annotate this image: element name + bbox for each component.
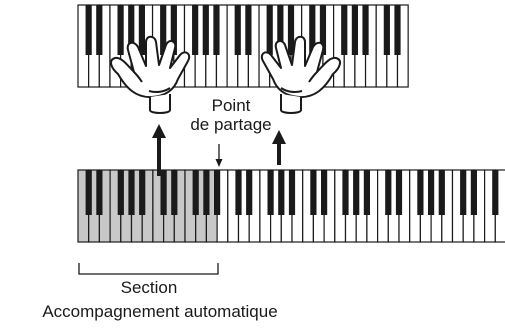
black-key bbox=[214, 170, 221, 215]
black-key bbox=[160, 5, 167, 55]
black-key bbox=[235, 170, 242, 215]
black-key bbox=[267, 170, 274, 215]
black-key bbox=[171, 170, 178, 215]
black-key bbox=[202, 5, 209, 55]
section-caption: Accompagnement automatique bbox=[42, 302, 278, 321]
black-key bbox=[353, 170, 360, 215]
black-key bbox=[192, 170, 199, 215]
black-key bbox=[128, 5, 135, 55]
section-label: Section bbox=[120, 278, 178, 297]
black-key bbox=[128, 170, 135, 215]
black-key bbox=[309, 5, 316, 55]
black-key bbox=[287, 5, 295, 55]
black-key bbox=[213, 5, 220, 55]
black-key bbox=[246, 170, 253, 215]
black-key bbox=[342, 170, 349, 215]
black-key bbox=[192, 5, 199, 55]
bottom-keyboard bbox=[77, 169, 505, 243]
black-key bbox=[278, 170, 285, 215]
split-point-label-line-2: de partage bbox=[190, 115, 272, 134]
black-key bbox=[351, 5, 358, 55]
black-key bbox=[492, 170, 499, 215]
black-key bbox=[96, 5, 103, 55]
black-key bbox=[428, 170, 435, 215]
left-hand-icon bbox=[110, 35, 191, 114]
black-key bbox=[234, 5, 241, 55]
black-key bbox=[321, 170, 328, 215]
black-key bbox=[266, 5, 273, 55]
up-arrow-icon bbox=[272, 130, 286, 165]
black-key bbox=[288, 170, 296, 215]
black-key bbox=[85, 170, 92, 215]
split-point-label: Point de partage bbox=[181, 96, 281, 134]
split-point-label-line-1: Point bbox=[211, 96, 251, 115]
black-key bbox=[460, 170, 467, 215]
right-hand-icon bbox=[260, 35, 341, 114]
black-key bbox=[438, 170, 445, 215]
black-key bbox=[363, 170, 370, 215]
black-key bbox=[383, 5, 390, 55]
black-key bbox=[85, 5, 92, 55]
section-bracket bbox=[78, 263, 219, 275]
black-key bbox=[117, 170, 124, 215]
black-key bbox=[96, 170, 103, 215]
black-key bbox=[139, 170, 146, 215]
black-key bbox=[394, 5, 401, 55]
black-key bbox=[341, 5, 348, 55]
down-arrow-icon bbox=[215, 144, 223, 167]
black-key bbox=[310, 170, 317, 215]
black-key bbox=[170, 5, 177, 55]
black-key bbox=[160, 170, 167, 215]
black-key bbox=[277, 5, 284, 55]
up-arrow-icon bbox=[152, 124, 166, 176]
black-key bbox=[395, 170, 403, 215]
black-key bbox=[470, 170, 477, 215]
black-key bbox=[245, 5, 252, 55]
black-key bbox=[117, 5, 124, 55]
black-key bbox=[319, 5, 327, 55]
black-key bbox=[385, 170, 392, 215]
black-key bbox=[203, 170, 210, 215]
black-key bbox=[138, 5, 145, 55]
black-key bbox=[417, 170, 424, 215]
black-key bbox=[362, 5, 369, 55]
